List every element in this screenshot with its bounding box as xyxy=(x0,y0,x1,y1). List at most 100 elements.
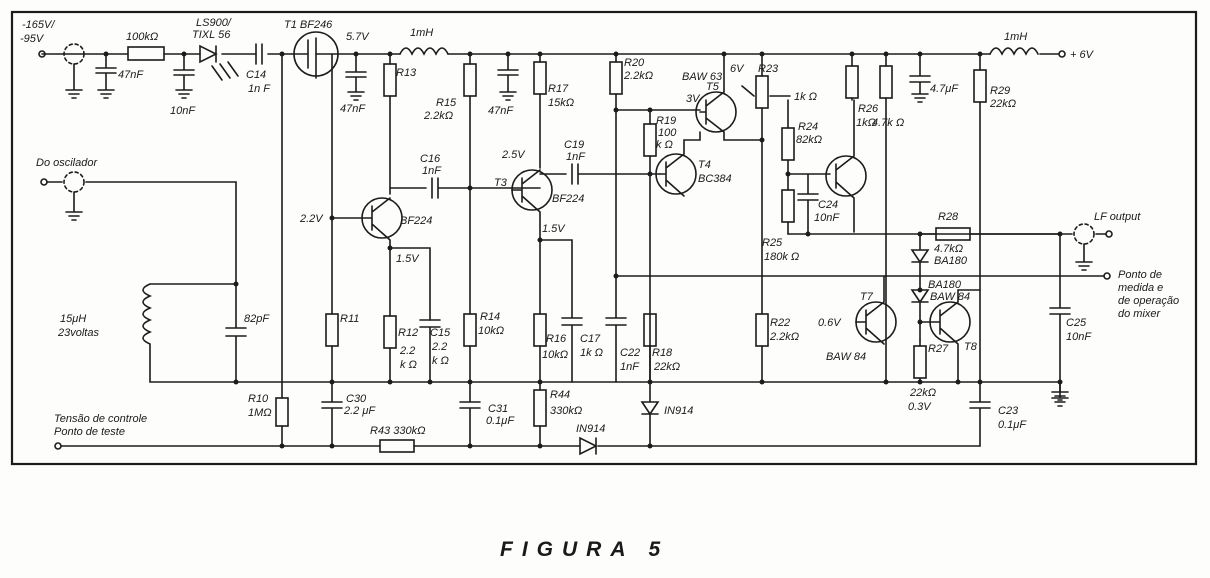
label-47nf-b: 47nF xyxy=(340,103,366,115)
label-ponto-4: do mixer xyxy=(1118,308,1162,320)
label-c22: C22 xyxy=(620,347,640,359)
label-r15: R15 xyxy=(436,97,457,109)
label-r24-value: 82kΩ xyxy=(796,134,822,146)
label-ba180-a: BA180 xyxy=(934,255,968,267)
transistor-t6 xyxy=(825,155,867,197)
label-0-3v: 0.3V xyxy=(908,401,932,413)
label-r16: R16 xyxy=(546,333,567,345)
label-tensao-controle: Tensão de controle xyxy=(54,413,147,425)
label-c14: C14 xyxy=(246,69,266,81)
label-t1: T1 BF246 xyxy=(284,19,333,31)
label-bc384: BC384 xyxy=(698,173,732,185)
potentiometer-r23 xyxy=(755,75,769,109)
label-r19: R19 xyxy=(656,115,676,127)
label-in-voltage: -165V/ xyxy=(22,19,55,31)
label-82pf: 82pF xyxy=(244,313,270,325)
resistor-r43 xyxy=(379,439,415,453)
label-c22-value: 1nF xyxy=(620,361,640,373)
resistor-r15 xyxy=(463,63,477,97)
label-t3: T3 xyxy=(494,177,508,189)
resistor-r29 xyxy=(973,69,987,103)
label-ponto-2: medida e xyxy=(1118,282,1163,294)
label-c25: C25 xyxy=(1066,317,1087,329)
label-c31: C31 xyxy=(488,403,508,415)
label-r-100k: 100kΩ xyxy=(126,31,158,43)
diode-ba180-b xyxy=(910,289,930,341)
diode-in914-b xyxy=(579,436,598,456)
label-r44: R44 xyxy=(550,389,570,401)
lf-output-terminal xyxy=(1105,230,1113,238)
resistor-r24 xyxy=(781,127,795,161)
transistor-t5 xyxy=(695,91,737,133)
resistor-100k xyxy=(127,46,165,61)
resistor-r16 xyxy=(533,313,547,347)
label-c31-value: 0.1μF xyxy=(486,415,515,427)
label-r10-value: 1MΩ xyxy=(248,407,272,419)
label-r16-value: 10kΩ xyxy=(542,349,568,361)
resistor-r20 xyxy=(609,61,623,95)
label-c16: C16 xyxy=(420,153,441,165)
label-c14-value: 1n F xyxy=(248,83,271,95)
label-r15-value: 2.2kΩ xyxy=(423,110,453,122)
label-1k: 1k Ω xyxy=(794,91,817,103)
label-c30-value: 2.2 μF xyxy=(343,405,376,417)
label-r28-value: 4.7kΩ xyxy=(934,243,963,255)
resistor-r19 xyxy=(643,123,657,157)
label-r20-value: 2.2kΩ xyxy=(623,70,653,82)
coil-15uh xyxy=(142,283,1061,383)
inductor-1mh-a xyxy=(399,47,449,56)
control-test-terminal xyxy=(54,442,62,450)
label-bf224-b: BF224 xyxy=(552,193,584,205)
label-t4: T4 xyxy=(698,159,711,171)
resistor-r14 xyxy=(463,313,477,347)
shield-connector-lf xyxy=(1073,223,1095,245)
label-c15-unit: k Ω xyxy=(432,355,449,367)
transistor-t4 xyxy=(655,153,697,195)
label-r25-value: 180k Ω xyxy=(764,251,799,263)
label-r17: R17 xyxy=(548,83,569,95)
label-r22: R22 xyxy=(770,317,790,329)
label-r27-value: 22kΩ xyxy=(909,387,936,399)
resistor-r13 xyxy=(383,63,397,97)
label-ponto-teste: Ponto de teste xyxy=(54,426,125,438)
label-in-voltage-2: -95V xyxy=(20,33,45,45)
component-labels: -165V/ -95V 100kΩ LS900/ TIXL 56 T1 BF24… xyxy=(20,17,1179,438)
label-0-6v: 0.6V xyxy=(818,317,842,329)
label-r18: R18 xyxy=(652,347,673,359)
label-1-5v-a: 1.5V xyxy=(542,223,566,235)
inductor-1mh-b xyxy=(989,47,1039,56)
label-r17-value: 15kΩ xyxy=(548,97,574,109)
diode-ba180-a xyxy=(910,233,930,291)
resistor-r25 xyxy=(781,189,795,223)
label-10nf-a: 10nF xyxy=(170,105,196,117)
label-c17: C17 xyxy=(580,333,601,345)
label-r43: R43 330kΩ xyxy=(370,425,425,437)
resistor-r17 xyxy=(533,61,547,95)
oscillator-terminal xyxy=(40,178,48,186)
label-r24: R24 xyxy=(798,121,818,133)
label-lf-output: LF output xyxy=(1094,211,1141,223)
mixer-test-terminal xyxy=(1103,272,1111,280)
resistor-r11 xyxy=(325,313,339,347)
label-c23-value: 0.1μF xyxy=(998,419,1027,431)
label-r14-value: 10kΩ xyxy=(478,325,504,337)
label-r13: R13 xyxy=(396,67,417,79)
label-r44-value: 330kΩ xyxy=(550,405,582,417)
label-47nf-c: 47nF xyxy=(488,105,514,117)
label-ponto-3: de operação xyxy=(1118,295,1179,307)
resistor-r26 xyxy=(845,65,859,99)
label-2-2v: 2.2V xyxy=(299,213,324,225)
label-r19-value: 100 xyxy=(658,127,677,139)
label-15uh: 15μH xyxy=(60,313,86,325)
label-c15-value: 2.2 xyxy=(431,341,447,353)
label-4k7: 4.7k Ω xyxy=(872,117,904,129)
label-r14: R14 xyxy=(480,311,500,323)
diode-in914-a xyxy=(640,345,660,447)
label-tixl56: TIXL 56 xyxy=(192,29,231,41)
label-c16-value: 1nF xyxy=(422,165,442,177)
label-c15: C15 xyxy=(430,327,451,339)
label-r11: R11 xyxy=(340,313,359,325)
input-terminal xyxy=(38,50,46,58)
